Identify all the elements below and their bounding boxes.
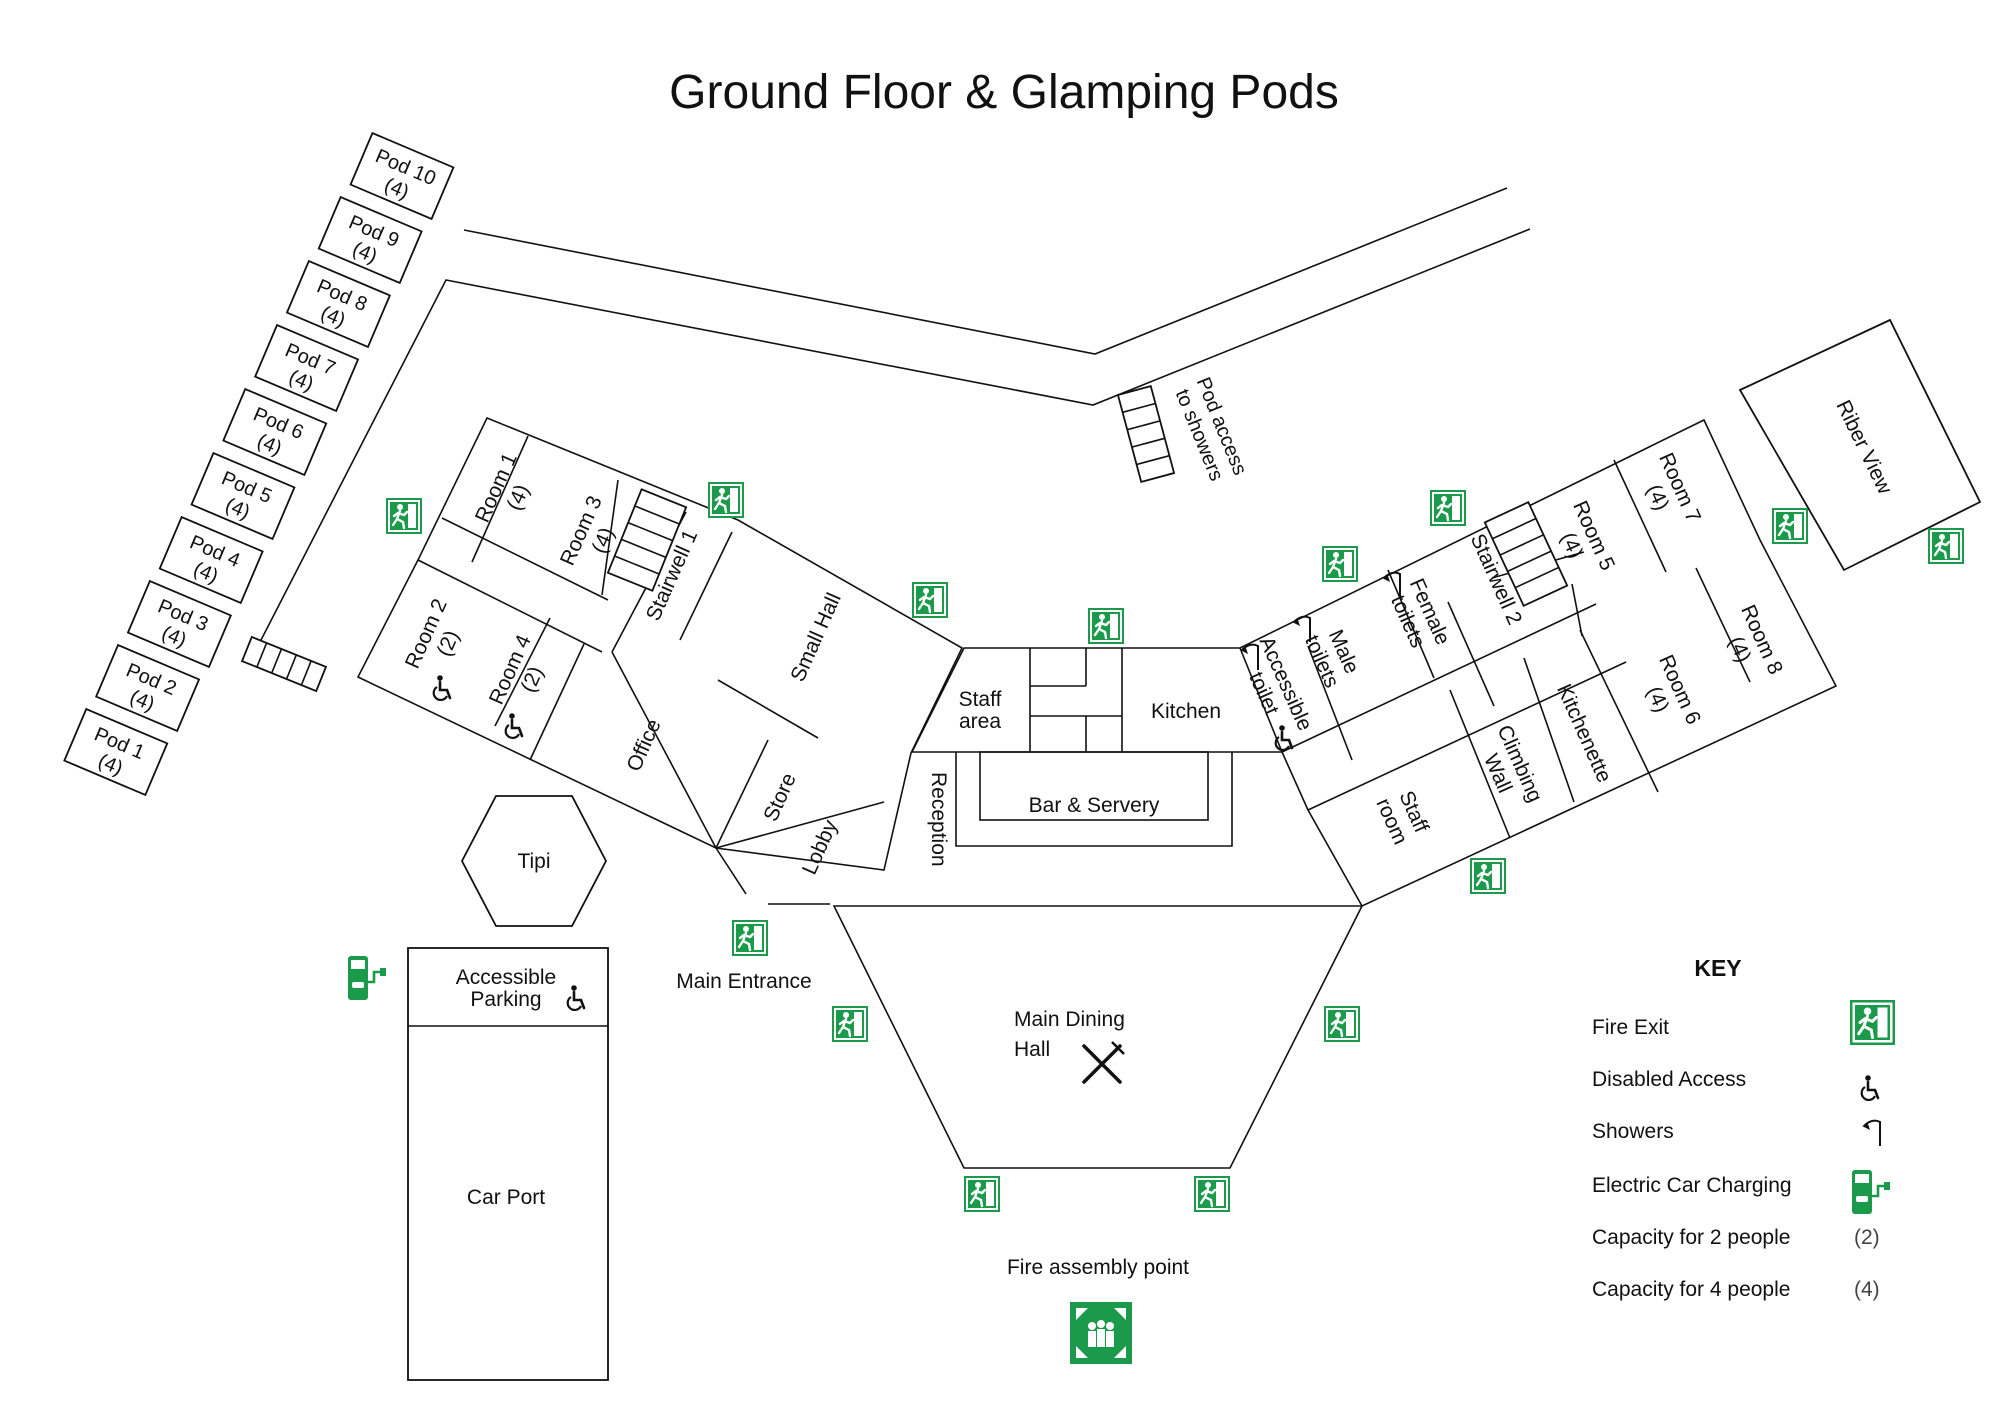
key-ev-charger-icon [1850,1168,1892,1216]
pod-steps [240,635,328,693]
pod-outline [253,323,360,413]
main-entrance-label: Main Entrance [676,970,811,993]
accessible-parking-text-1: Accessible [456,966,556,989]
room-4: Room 4 (2) [485,631,548,708]
pod: Pod 5(4) [190,451,296,541]
dining-text-1: Main Dining [1014,1008,1125,1031]
car-port-label: Car Port [467,1186,545,1209]
shower-steps [1116,385,1176,483]
pod-outline [190,451,296,541]
fire-exit-icon [384,496,424,536]
pod: Pod 3(4) [126,579,233,669]
riber-view-building [1738,318,1982,572]
fire-exit-icon [830,1004,870,1044]
pod-outline [158,515,264,605]
key-fire-exit-icon [1848,998,1897,1047]
room-1: Room 1 (4) [471,449,534,526]
pod-outline [94,643,201,733]
dining-text-2: Hall [1014,1038,1050,1061]
fire-exit-icon [730,918,770,958]
fire-exit-icon [1770,506,1810,546]
staff-area: Staff area [959,688,1002,733]
pod-access-label: Pod access to showers [1171,374,1251,484]
assembly-point-icon [1070,1302,1132,1364]
bar-servery-label: Bar & Servery [1029,794,1160,817]
fire-exit-icon [1320,544,1360,584]
ev-charger-icon [346,954,388,1002]
glamping-pods: Pod 10(4)Pod 9(4)Pod 8(4)Pod 7(4)Pod 6(4… [63,131,455,797]
pod: Pod 10(4) [349,131,455,221]
key-capacity-4-label: Capacity for 4 people [1592,1278,1790,1301]
access-road [259,187,1531,643]
fire-exit-icon [910,580,950,620]
pod: Pod 4(4) [158,515,264,605]
fire-exit-icon [706,480,746,520]
key-capacity-2-symbol: (2) [1854,1226,1880,1249]
pod-outline [317,195,423,285]
key-capacity-4-symbol: (4) [1854,1278,1880,1301]
key-showers-label: Showers [1592,1120,1674,1143]
accessible-parking: Accessible Parking [456,966,556,1011]
room-2-wheelchair-icon [432,673,452,702]
fire-assembly-label: Fire assembly point [1007,1256,1189,1279]
pod: Pod 6(4) [222,387,328,477]
pod: Pod 8(4) [285,259,392,349]
pod: Pod 1(4) [63,707,169,797]
key-disabled-access-label: Disabled Access [1592,1068,1746,1091]
key-ev-label: Electric Car Charging [1592,1174,1792,1197]
female-toilets: Female toilets [1386,575,1454,651]
room-6: Room 6 (4) [1642,651,1705,728]
fire-exit-icon [1086,606,1126,646]
room-8: Room 8 (4) [1724,601,1787,678]
main-dining-label: Main Dining Hall [1014,1008,1125,1061]
staff-room: Staff room [1371,787,1432,848]
pod: Pod 9(4) [317,195,423,285]
pod-outline [349,131,455,221]
kitchenette-label: Kitchenette [1552,681,1616,786]
accessible-toilet-shower-icon [1239,643,1259,671]
office-label: Office [622,716,665,775]
key-capacity-2-label: Capacity for 2 people [1592,1226,1790,1249]
pod: Pod 2(4) [94,643,201,733]
fire-exit-icon [1468,856,1508,896]
fire-exit-icon [962,1174,1002,1214]
key-shower-icon [1861,1119,1881,1147]
lobby-label: Lobby [798,816,842,878]
key-legend: KEY Fire Exit Disabled Access Showers El… [1592,955,1897,1301]
car-port [407,947,609,1381]
room-2: Room 2 (2) [401,595,464,672]
fire-exits [384,480,1966,1214]
staff-area-text-2: area [959,710,1001,733]
cutlery-icon [1082,1041,1125,1084]
pod-outline [126,579,233,669]
staff-area-text-1: Staff [959,688,1002,711]
small-hall-label: Small Hall [786,589,845,685]
stairwell-2-stairs [1483,500,1569,608]
key-title: KEY [1694,955,1741,981]
pod-outline [63,707,169,797]
accessible-toilet-wheelchair-icon [1274,723,1294,752]
key-wheelchair-icon [1860,1073,1880,1102]
main-dining-hall [832,905,1364,1169]
stairwell-1-stairs [606,488,688,592]
fire-exit-icon [1322,1004,1362,1044]
fire-exit-icon [1428,488,1468,528]
page-title: Ground Floor & Glamping Pods [669,66,1339,119]
pod-outline [285,259,392,349]
pod-outline [222,387,328,477]
right-wing [1239,418,1838,908]
room-4-wheelchair-icon [504,711,524,740]
accessible-parking-text-2: Parking [470,988,541,1011]
key-fire-exit-label: Fire Exit [1592,1016,1669,1039]
store-label: Store [759,770,800,825]
kitchen-label: Kitchen [1151,700,1221,723]
tipi [460,795,608,927]
left-wing [356,416,964,905]
pod: Pod 7(4) [253,323,360,413]
reception-label: Reception [927,772,950,867]
fire-exit-icon [1192,1174,1232,1214]
tipi-label: Tipi [517,850,550,873]
fire-exit-icon [1926,526,1966,566]
